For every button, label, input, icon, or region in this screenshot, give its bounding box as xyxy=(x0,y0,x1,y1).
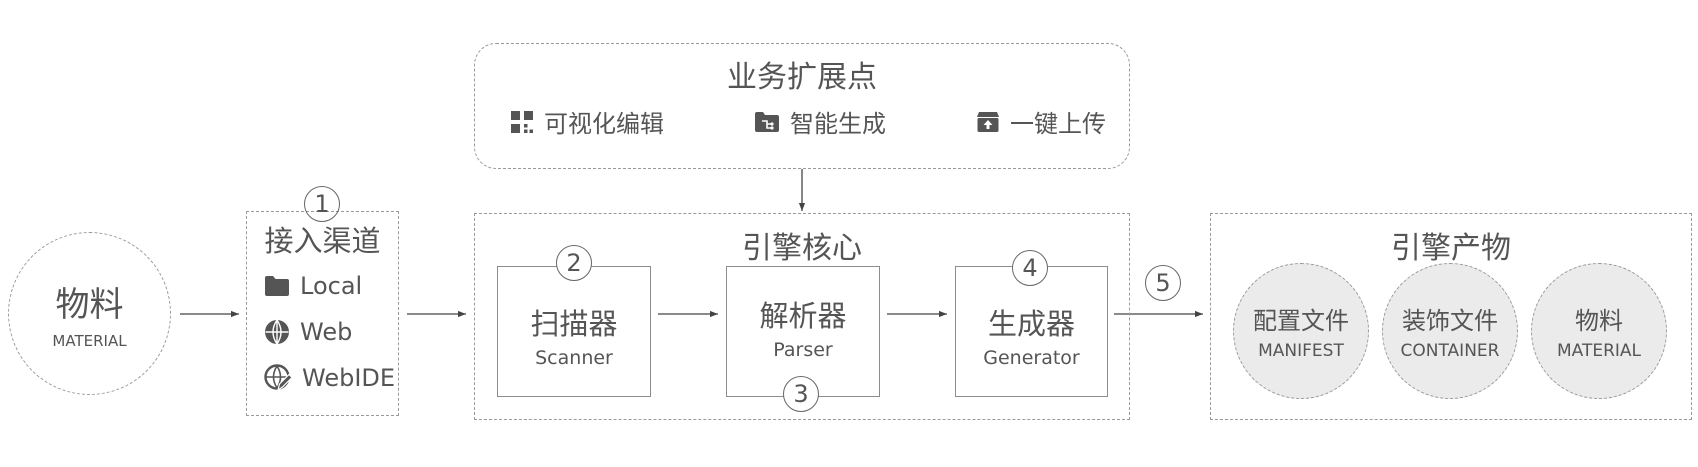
extension-label-one-click-upload: 一键上传 xyxy=(1010,110,1106,138)
upload-box-icon xyxy=(977,111,999,132)
scanner-subtitle: Scanner xyxy=(535,346,613,369)
product-material: 物料 MATERIAL xyxy=(1531,263,1667,399)
step-badge-1: 1 xyxy=(304,186,340,222)
step-badge-4: 4 xyxy=(1012,250,1048,286)
scanner-module: 扫描器 Scanner xyxy=(497,266,651,397)
core-panel xyxy=(474,213,1130,420)
parser-title: 解析器 xyxy=(759,298,847,333)
product-container-subtitle: CONTAINER xyxy=(1400,341,1500,361)
extension-item-smart-generate: 智能生成 xyxy=(754,104,886,139)
channel-item-local: Local xyxy=(264,272,362,300)
product-manifest-subtitle: MANIFEST xyxy=(1258,341,1344,361)
material-title: 物料 xyxy=(55,285,124,325)
material-subtitle: MATERIAL xyxy=(52,332,127,350)
folder-tree-icon xyxy=(755,111,779,132)
parser-module: 解析器 Parser xyxy=(726,266,880,397)
channel-item-web: Web xyxy=(264,318,352,346)
channel-label-webide: WebIDE xyxy=(302,364,396,392)
product-manifest: 配置文件 MANIFEST xyxy=(1233,263,1369,399)
products-title: 引擎产物 xyxy=(1391,231,1511,266)
folder-icon xyxy=(265,276,289,296)
channels-title: 接入渠道 xyxy=(264,224,381,258)
product-container-title: 装饰文件 xyxy=(1402,307,1498,335)
generator-title: 生成器 xyxy=(987,306,1075,341)
qr-grid-icon xyxy=(511,110,533,133)
material-node: 物料 MATERIAL xyxy=(8,232,171,395)
products-panel xyxy=(1210,213,1692,420)
extension-item-visual-edit: 可视化编辑 xyxy=(510,104,664,139)
extensions-title: 业务扩展点 xyxy=(727,60,877,95)
step-badge-2: 2 xyxy=(556,245,592,281)
step-badge-5: 5 xyxy=(1145,265,1181,301)
product-manifest-title: 配置文件 xyxy=(1253,307,1349,335)
extension-item-one-click-upload: 一键上传 xyxy=(976,104,1106,139)
channel-label-local: Local xyxy=(300,272,363,300)
product-material-title: 物料 xyxy=(1575,307,1623,335)
web-edit-icon xyxy=(264,364,292,392)
channel-label-web: Web xyxy=(300,318,353,346)
channel-item-webide: WebIDE xyxy=(264,364,395,392)
parser-subtitle: Parser xyxy=(773,338,833,361)
generator-subtitle: Generator xyxy=(983,346,1080,369)
extension-label-visual-edit: 可视化编辑 xyxy=(544,110,664,138)
generator-module: 生成器 Generator xyxy=(955,266,1108,397)
extensions-panel xyxy=(474,43,1130,169)
scanner-title: 扫描器 xyxy=(530,306,618,341)
core-title: 引擎核心 xyxy=(742,231,862,266)
globe-icon xyxy=(265,319,289,345)
extension-label-smart-generate: 智能生成 xyxy=(790,110,886,138)
step-badge-3: 3 xyxy=(783,376,819,412)
product-material-subtitle: MATERIAL xyxy=(1556,341,1642,361)
product-container: 装饰文件 CONTAINER xyxy=(1382,263,1518,399)
